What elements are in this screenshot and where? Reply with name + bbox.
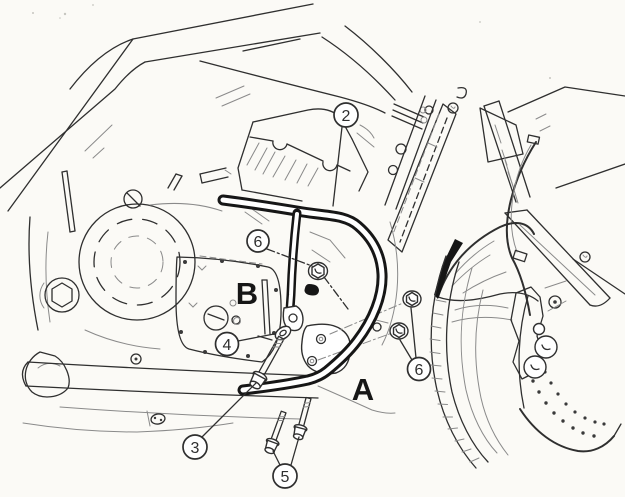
front-fender xyxy=(434,221,539,302)
cylinder-head xyxy=(199,108,375,202)
callout-5: 5 xyxy=(272,463,298,489)
alternator-cover xyxy=(39,173,223,350)
callout-5-label: 5 xyxy=(281,469,290,486)
part-letter-A: A xyxy=(352,372,374,407)
callout-6-left-label: 6 xyxy=(254,234,263,251)
callout-2: 2 xyxy=(333,102,359,128)
callout-6-right: 6 xyxy=(406,356,432,382)
lower-frame-rail xyxy=(21,361,396,433)
bolt-5a xyxy=(264,410,287,455)
front-wheel-tire xyxy=(429,255,513,469)
mounting-plate-A xyxy=(300,317,389,375)
tire-tread-ticks xyxy=(429,299,480,463)
nut-6-right-lower xyxy=(389,322,409,340)
bolt-5b xyxy=(292,396,312,441)
disc-rivet-dots xyxy=(531,370,606,438)
part-letter-B: B xyxy=(236,276,258,311)
brake-caliper xyxy=(510,280,567,380)
right-bodywork-lines xyxy=(479,86,625,295)
steering-head-and-bracket xyxy=(321,25,467,346)
leader-lines xyxy=(201,126,417,466)
callout-4: 4 xyxy=(214,331,240,357)
callout-2-label: 2 xyxy=(342,108,351,125)
callout-6-left: 6 xyxy=(246,229,270,253)
nut-6-left xyxy=(307,261,329,281)
frame-and-tank-lines xyxy=(0,3,386,398)
nut-6-right-upper xyxy=(402,290,422,308)
paper-speckles xyxy=(32,4,551,79)
callout-6-right-label: 6 xyxy=(415,362,424,379)
callout-3: 3 xyxy=(182,434,208,460)
brake-hose xyxy=(505,134,541,316)
callout-3-label: 3 xyxy=(191,440,200,457)
callout-4-label: 4 xyxy=(223,337,232,354)
head-fins xyxy=(246,142,319,187)
front-fork xyxy=(483,100,611,307)
engine-guard-bar xyxy=(217,194,388,396)
brake-disc xyxy=(518,295,622,453)
